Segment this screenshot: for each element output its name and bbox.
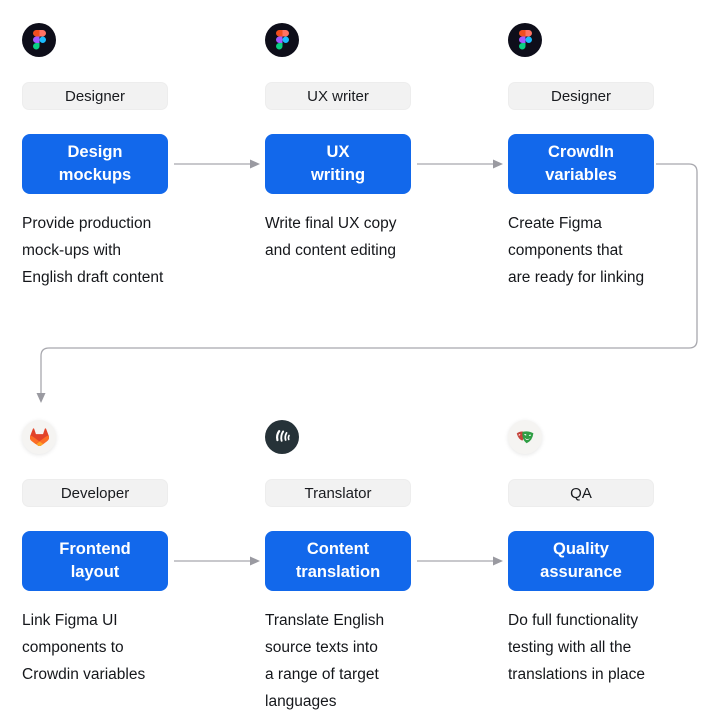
step-button-frontend-layout[interactable]: Frontend layout (22, 531, 168, 591)
step-description: Do full functionality testing with all t… (508, 612, 645, 683)
workflow-card-design-mockups: Designer Design mockups Provide producti… (22, 23, 168, 291)
step-button-content-translation[interactable]: Content translation (265, 531, 411, 591)
figma-icon (265, 23, 299, 57)
role-badge: Translator (265, 479, 411, 507)
step-button-design-mockups[interactable]: Design mockups (22, 134, 168, 194)
role-badge: Designer (22, 82, 168, 110)
step-description: Write final UX copy and content editing (265, 215, 397, 259)
step-description: Translate English source texts into a ra… (265, 612, 385, 710)
workflow-card-quality-assurance: QA Quality assurance Do full functionali… (508, 420, 654, 688)
role-badge: UX writer (265, 82, 411, 110)
playwright-icon (508, 420, 542, 454)
step-description: Provide production mock-ups with English… (22, 215, 164, 286)
step-description: Link Figma UI components to Crowdin vari… (22, 612, 146, 683)
crowdin-icon (265, 420, 299, 454)
step-button-quality-assurance[interactable]: Quality assurance (508, 531, 654, 591)
step-button-crowdin-variables[interactable]: CrowdIn variables (508, 134, 654, 194)
figma-icon (508, 23, 542, 57)
role-badge: Developer (22, 479, 168, 507)
gitlab-icon (22, 420, 56, 454)
step-button-ux-writing[interactable]: UX writing (265, 134, 411, 194)
role-badge: Designer (508, 82, 654, 110)
role-badge: QA (508, 479, 654, 507)
workflow-card-content-translation: Translator Content translation Translate… (265, 420, 411, 715)
workflow-card-frontend-layout: Developer Frontend layout Link Figma UI … (22, 420, 168, 688)
step-description: Create Figma components that are ready f… (508, 215, 645, 286)
figma-icon (22, 23, 56, 57)
workflow-card-crowdin-variables: Designer CrowdIn variables Create Figma … (508, 23, 654, 291)
workflow-card-ux-writing: UX writer UX writing Write final UX copy… (265, 23, 411, 264)
